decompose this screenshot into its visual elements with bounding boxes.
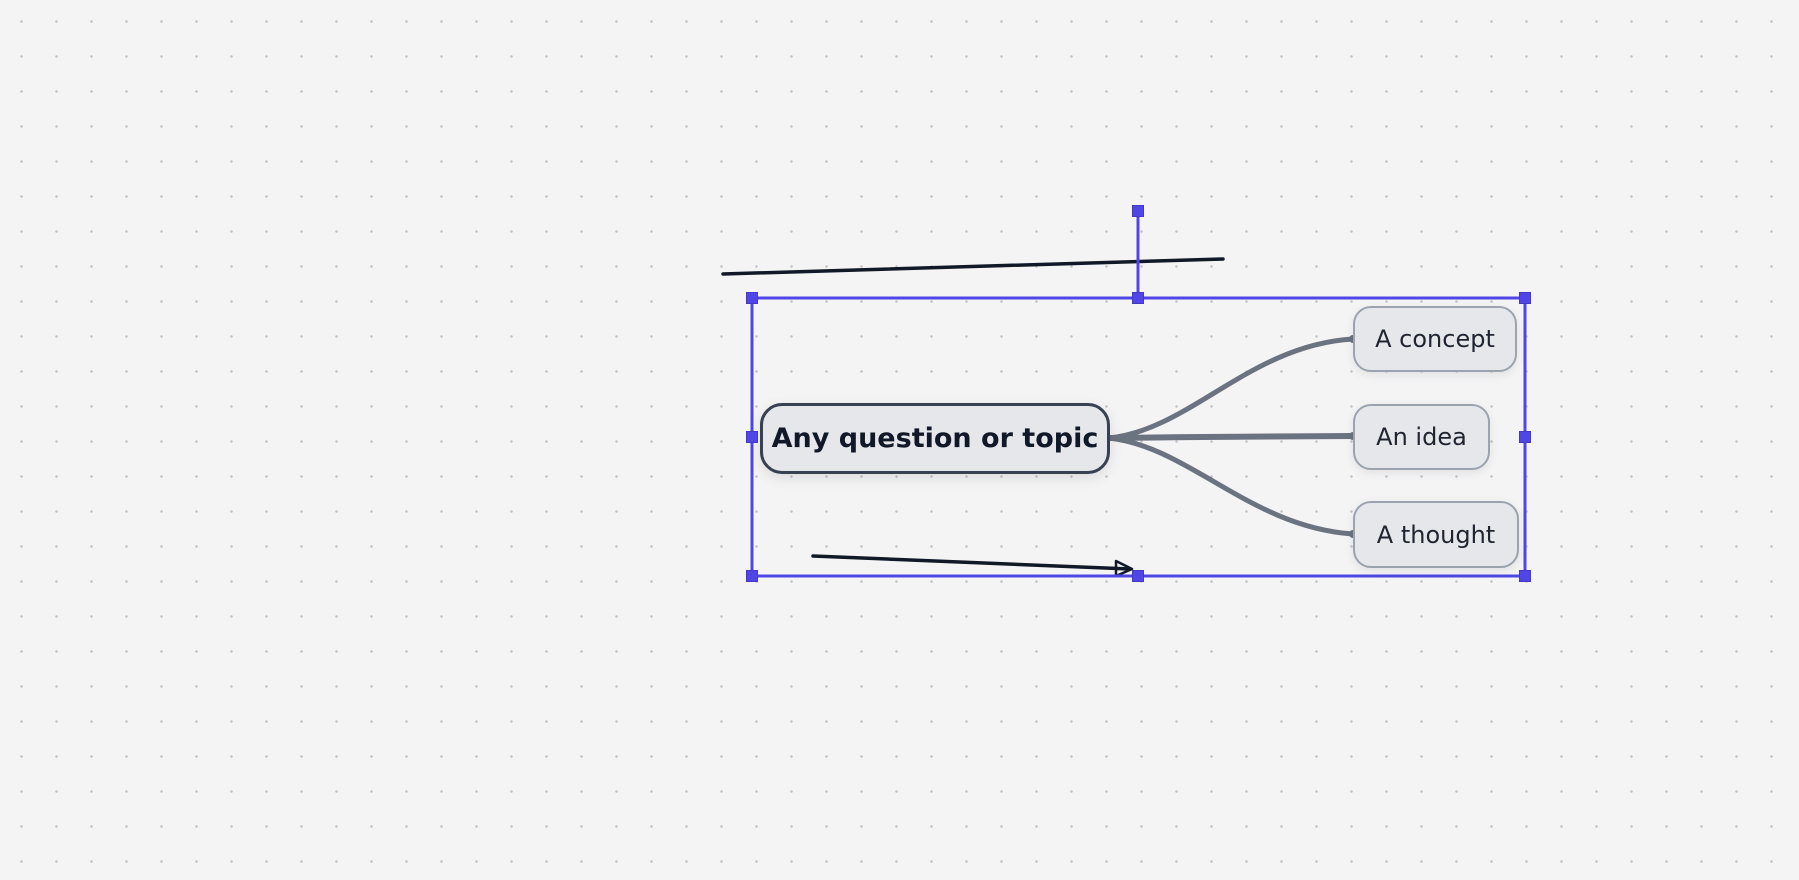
- resize-handle-top-right[interactable]: [1519, 292, 1531, 304]
- mindmap-branches: [1106, 335, 1357, 538]
- child-node-label: A thought: [1376, 520, 1496, 549]
- child-node-thought[interactable]: A thought: [1353, 501, 1519, 568]
- resize-handle-bottom-left[interactable]: [746, 570, 758, 582]
- rotation-handle[interactable]: [1132, 205, 1144, 217]
- resize-handle-bottom-center[interactable]: [1132, 570, 1144, 582]
- resize-handle-middle-left[interactable]: [746, 431, 758, 443]
- root-topic-node[interactable]: Any question or topic: [760, 403, 1110, 474]
- root-topic-label: Any question or topic: [771, 423, 1099, 454]
- branch-concept: [1106, 336, 1356, 441]
- branch-idea: [1106, 433, 1356, 441]
- child-node-concept[interactable]: A concept: [1353, 306, 1517, 372]
- child-node-label: An idea: [1376, 423, 1467, 451]
- resize-handle-middle-right[interactable]: [1519, 431, 1531, 443]
- drawn-arrow[interactable]: [811, 554, 1134, 578]
- drawn-line[interactable]: [721, 257, 1225, 276]
- resize-handle-top-center[interactable]: [1132, 292, 1144, 304]
- branch-thought: [1106, 435, 1356, 537]
- resize-handle-bottom-right[interactable]: [1519, 570, 1531, 582]
- child-node-idea[interactable]: An idea: [1353, 404, 1490, 470]
- child-node-label: A concept: [1375, 325, 1495, 353]
- resize-handle-top-left[interactable]: [746, 292, 758, 304]
